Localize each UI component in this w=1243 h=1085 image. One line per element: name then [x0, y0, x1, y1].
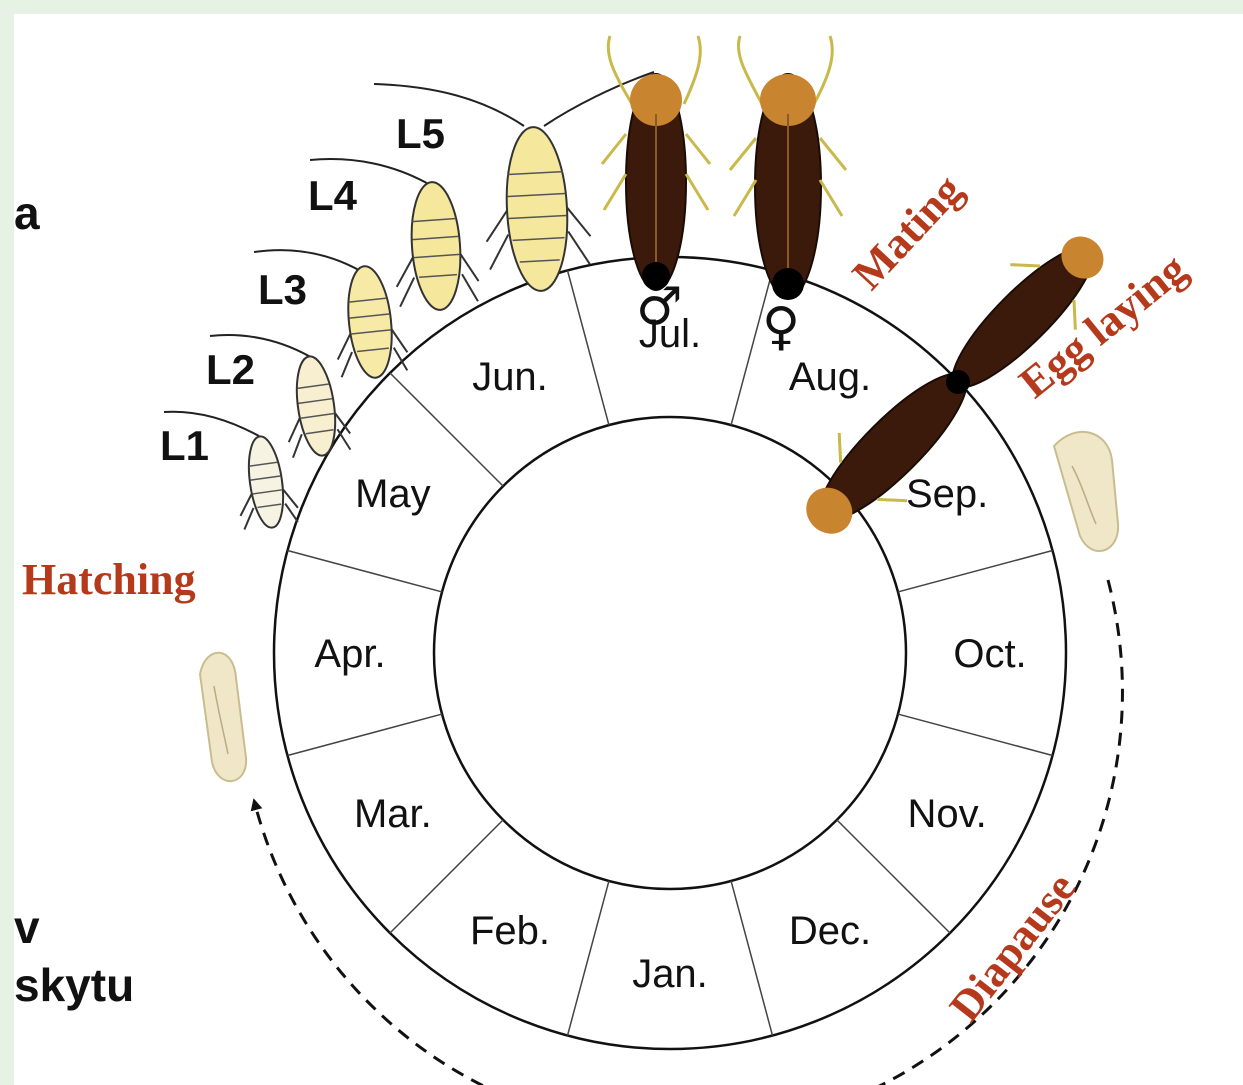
month-divider: [568, 881, 609, 1036]
adult-female-image: [730, 36, 846, 300]
month-divider: [568, 270, 609, 425]
instar-label-l3: L3: [258, 266, 307, 313]
cycle-diagram: Jan.Feb.Mar.Apr.MayJun.Jul.Aug.Sep.Oct.N…: [14, 14, 1243, 1085]
egg-image-right: [1054, 432, 1118, 551]
month-label: May: [355, 472, 431, 516]
month-label: Sep.: [906, 472, 988, 516]
instar-label-l5: L5: [396, 110, 445, 157]
male-symbol-icon: ♂: [636, 277, 683, 337]
month-label: Oct.: [953, 632, 1026, 676]
female-symbol-icon: ♀: [762, 297, 800, 357]
month-label: Dec.: [789, 909, 871, 953]
month-label: Feb.: [470, 909, 550, 953]
month-label: Mar.: [354, 792, 432, 836]
nymph-l3-image: [328, 263, 409, 382]
month-divider: [898, 551, 1053, 592]
adult-male-image: [602, 36, 710, 290]
month-label: Nov.: [907, 792, 986, 836]
month-label: Aug.: [789, 355, 871, 399]
egg-image-left: [200, 653, 246, 781]
nymph-l1-image: [230, 433, 300, 532]
month-divider: [287, 551, 442, 592]
nymph-l4-image: [390, 179, 481, 312]
month-label: Apr.: [314, 632, 385, 676]
instar-label-l4: L4: [308, 172, 358, 219]
month-divider: [287, 714, 442, 755]
stage-label-diapause: Diapause: [940, 864, 1085, 1031]
month-label: Jun.: [472, 355, 548, 399]
month-divider: [898, 714, 1053, 755]
month-divider: [731, 881, 772, 1036]
stage-label-mating: Mating: [843, 165, 972, 299]
nymph-l2-image: [277, 352, 352, 460]
instar-label-l2: L2: [206, 346, 255, 393]
instar-label-l1: L1: [160, 422, 209, 469]
month-label: Jan.: [632, 952, 708, 996]
stage-label-hatching: Hatching: [22, 555, 196, 604]
